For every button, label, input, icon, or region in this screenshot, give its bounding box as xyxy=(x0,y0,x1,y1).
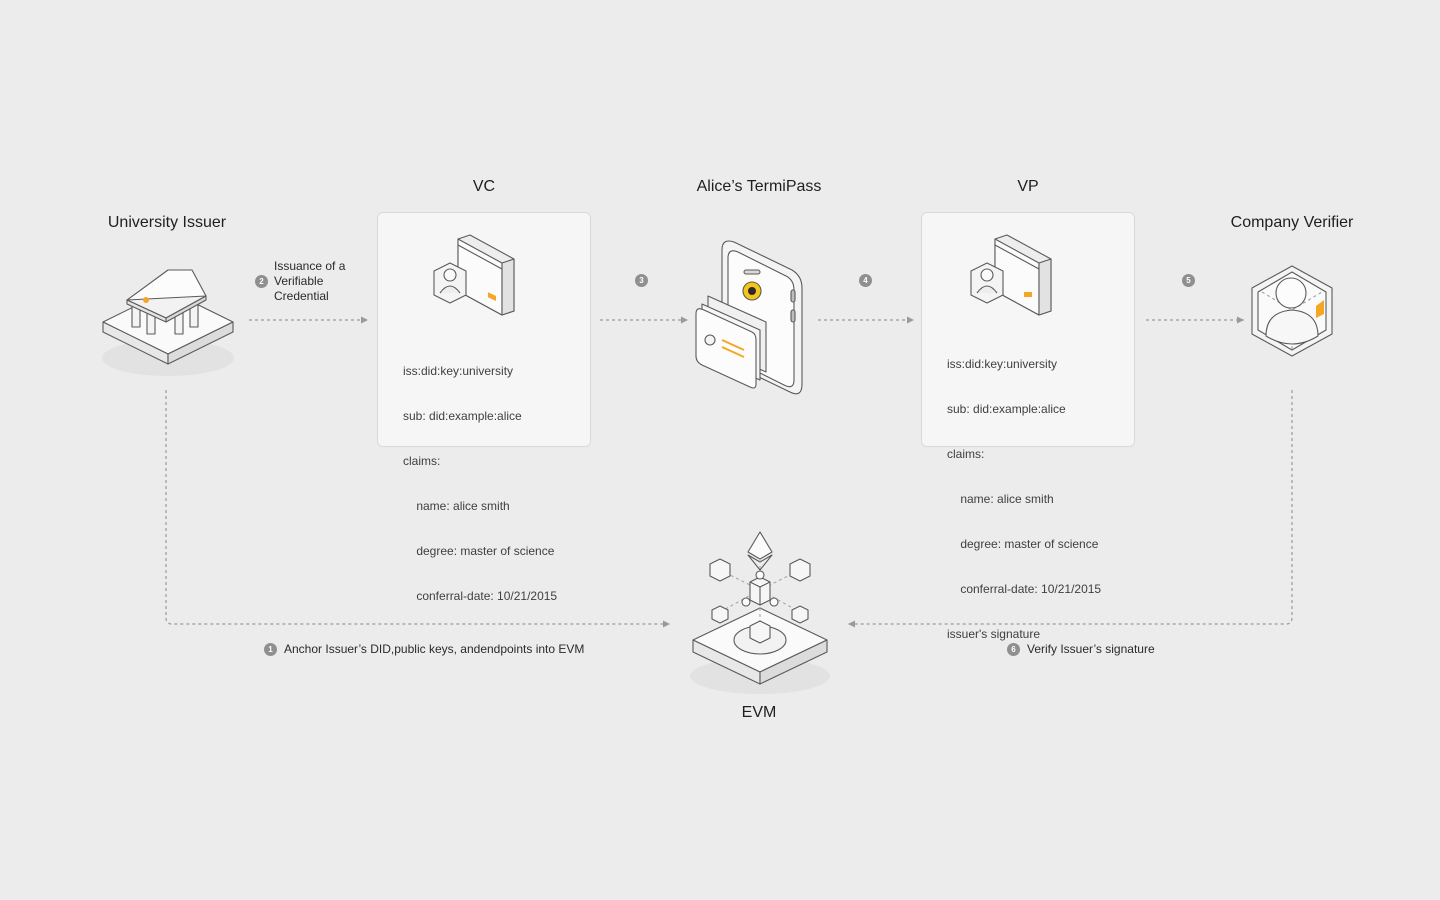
step-2-label-line: Issuance of a xyxy=(274,259,346,273)
vc-line: claims: xyxy=(403,454,441,468)
vc-line: sub: did:example:alice xyxy=(403,409,522,423)
vc-line: name: alice smith xyxy=(403,499,510,513)
verifier-title: Company Verifier xyxy=(1230,214,1354,231)
vp-line: degree: master of science xyxy=(947,537,1099,551)
issuer-title: University Issuer xyxy=(107,214,227,231)
vp-line: issuer's signature xyxy=(947,627,1040,641)
step-2-label: Issuance of a Verifiable Credential xyxy=(274,259,345,304)
vc-card: iss:did:key:university sub: did:example:… xyxy=(377,212,591,603)
vp-line: sub: did:example:alice xyxy=(947,402,1066,416)
vp-line: conferral-date: 10/21/2015 xyxy=(947,582,1102,596)
vp-line: claims: xyxy=(947,447,985,461)
vc-line: conferral-date: 10/21/2015 xyxy=(403,589,558,603)
vp-line: name: alice smith xyxy=(947,492,1054,506)
step-4-badge: 4 xyxy=(859,274,872,287)
step-2-label-line: Verifiable xyxy=(274,274,324,288)
vc-line: degree: master of science xyxy=(403,544,555,558)
vp-card: iss:did:key:university sub: did:example:… xyxy=(921,212,1135,641)
wallet-title: Alice’s TermiPass xyxy=(696,178,822,195)
step-1-badge: 1 xyxy=(264,643,277,656)
vc-title: VC xyxy=(472,178,496,195)
vc-claims-text: iss:did:key:university sub: did:example:… xyxy=(403,334,557,634)
step-3-badge: 3 xyxy=(635,274,648,287)
credential-card-icon xyxy=(433,234,515,316)
vp-title: VP xyxy=(1017,178,1039,195)
step-6-badge: 6 xyxy=(1007,643,1020,656)
vc-line: iss:did:key:university xyxy=(403,364,514,378)
vp-claims-text: iss:did:key:university sub: did:example:… xyxy=(947,327,1101,672)
vp-line: iss:did:key:university xyxy=(947,357,1058,371)
presentation-card-icon xyxy=(970,234,1052,316)
step-1-label: Anchor Issuer’s DID,public keys, andendp… xyxy=(284,642,585,656)
arrow-verifier-to-evm xyxy=(848,390,1293,628)
arrow-issuer-to-evm xyxy=(165,390,670,628)
step-5-badge: 5 xyxy=(1182,274,1195,287)
evm-title: EVM xyxy=(741,704,777,721)
step-2-badge: 2 xyxy=(255,275,268,288)
step-2-label-line: Credential xyxy=(274,289,329,303)
step-6-label: Verify Issuer’s signature xyxy=(1027,642,1155,656)
